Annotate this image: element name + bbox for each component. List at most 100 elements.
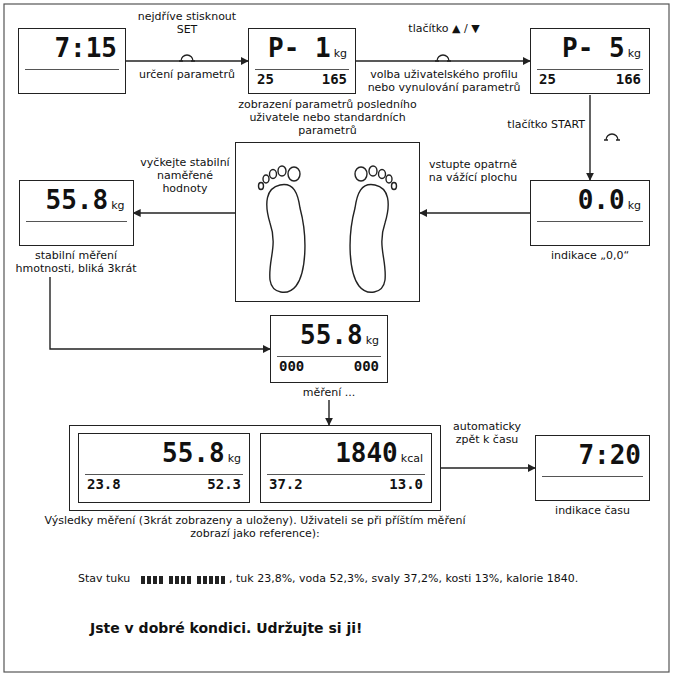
feet-illustration [259,166,397,292]
flow-arrow [134,212,236,213]
lcd-top-row: P- 5kg [531,29,649,67]
display-value: 1840 [335,440,398,466]
caption: Výsledky měření (3krát zobrazeny a ulože… [40,511,470,540]
toe [355,167,367,181]
display-value: 55.8 [162,440,225,466]
lcd-bottom-row: 000 000 [277,356,381,379]
edge-label: vstupte opatrně na vážící plochu [423,158,523,184]
heading-text: zobrazení parametrů posledního uživatele… [238,98,417,137]
display-value: 166 [616,72,641,89]
button-icon [435,55,451,61]
foot-sole [350,185,388,293]
lcd-bottom-row [25,69,119,92]
display-value: P- 1 [268,35,331,61]
bar [159,576,163,584]
display-value: 165 [322,72,347,89]
bar [197,576,201,584]
toe [288,167,300,181]
lcd-display: 55.8kg stabilní měření hmotnosti, bliká 3… [10,180,142,275]
lcd-display: P- 5kg 25 166 [530,28,650,94]
unit-text: kg [228,452,241,465]
lcd-display: 0.0kg indikace „0,0“ [525,180,655,262]
unit-text: kg [628,47,641,60]
button-icon [604,134,620,140]
left-foot [259,166,305,292]
bar [141,576,145,584]
button-icon [179,55,195,61]
bar [147,576,151,584]
note-text: volba uživatelského profilu nebo vynulov… [360,68,528,94]
lcd-bottom-row: 37.2 13.0 [267,474,425,497]
note-text: Stav tuku [78,572,138,585]
bar [209,576,213,584]
edge-label: tlačítko ▲ / ▼ [360,22,528,35]
lcd-frame: 55.8kg23.852.3 [78,433,250,503]
toe [263,175,269,183]
flow-arrow [356,60,530,61]
bar [215,576,219,584]
display-value: 000 [354,359,379,376]
display-value: P- 5 [562,35,625,61]
lcd-frame: P- 1kg 25 165 [248,28,356,94]
lcd-frame: 1840kcal37.213.0 [260,433,432,503]
caption: indikace „0,0“ [525,246,655,262]
display-value: 000 [279,359,304,376]
foot-sole [267,185,305,293]
lcd-frame: P- 5kg 25 166 [530,28,650,94]
display-value: 13.0 [389,477,423,494]
display-value: 55.8 [300,322,363,348]
lcd-bottom-row: 25 166 [537,69,643,92]
display-value: 37.2 [269,477,303,494]
lcd-top-row: 7:15 [19,29,125,67]
closing-note: Jste v dobré kondici. Udržujte si ji! [90,620,590,637]
caption-text: stabilní měření hmotnosti, bliká 3krát [16,249,137,275]
display-value: 25 [257,72,274,89]
heading: zobrazení parametrů posledního uživatele… [235,98,420,142]
edge-label: tlačítko START [495,118,585,131]
panel-frame: 55.8kg23.852.31840kcal37.213.0 [69,425,441,511]
flow-arrow [441,467,535,468]
toe [278,166,286,176]
unit-text: kg [334,47,347,60]
toe [270,170,277,179]
caption-text: Výsledky měření (3krát zobrazeny a ulože… [45,514,466,540]
toe [392,183,397,190]
bar [203,576,207,584]
flow-arrow [589,95,590,180]
lcd-top-row: 55.8kg [79,434,249,472]
fat-level-bars [141,576,225,584]
lcd-top-row: 0.0kg [531,181,649,219]
toe [369,166,377,176]
lcd-display: 7:20indikace času [530,435,655,517]
button-icons [179,55,620,140]
results-panel: 55.8kg23.852.31840kcal37.213.0Výsledky m… [40,425,470,540]
lcd-bottom-row [537,221,643,244]
caption-text: měření ... [303,386,356,399]
display-value: 0.0 [578,187,625,213]
lcd-frame: 7:15 [18,28,126,94]
lcd-frame: 55.8kg [19,180,134,246]
caption: měření ... [264,383,394,399]
lcd-frame: 7:20 [535,435,650,501]
lcd-display: 1840kcal37.213.0 [260,433,432,503]
display-value: 55.8 [46,187,109,213]
unit-text: kg [111,199,124,212]
bar [187,576,191,584]
display-value: 7:15 [54,35,117,61]
note-text: , tuk 23,8%, voda 52,3%, svaly 37,2%, ko… [229,572,659,585]
bar [181,576,185,584]
caption-text: indikace „0,0“ [551,249,629,262]
lcd-bottom-row: 25 165 [255,69,349,92]
toe [259,183,264,190]
caption: indikace času [530,501,655,517]
lcd-top-row: P- 1kg [249,29,355,67]
unit-text: kg [366,334,379,347]
lcd-bottom-row [26,221,127,244]
edge-label: automaticky zpět k času [442,420,532,446]
flow-arrow [126,60,248,61]
display-value: 25 [539,72,556,89]
lcd-display: 55.8kg 000 000 měření ... [264,315,394,399]
lcd-frame: 0.0kg [530,180,650,246]
